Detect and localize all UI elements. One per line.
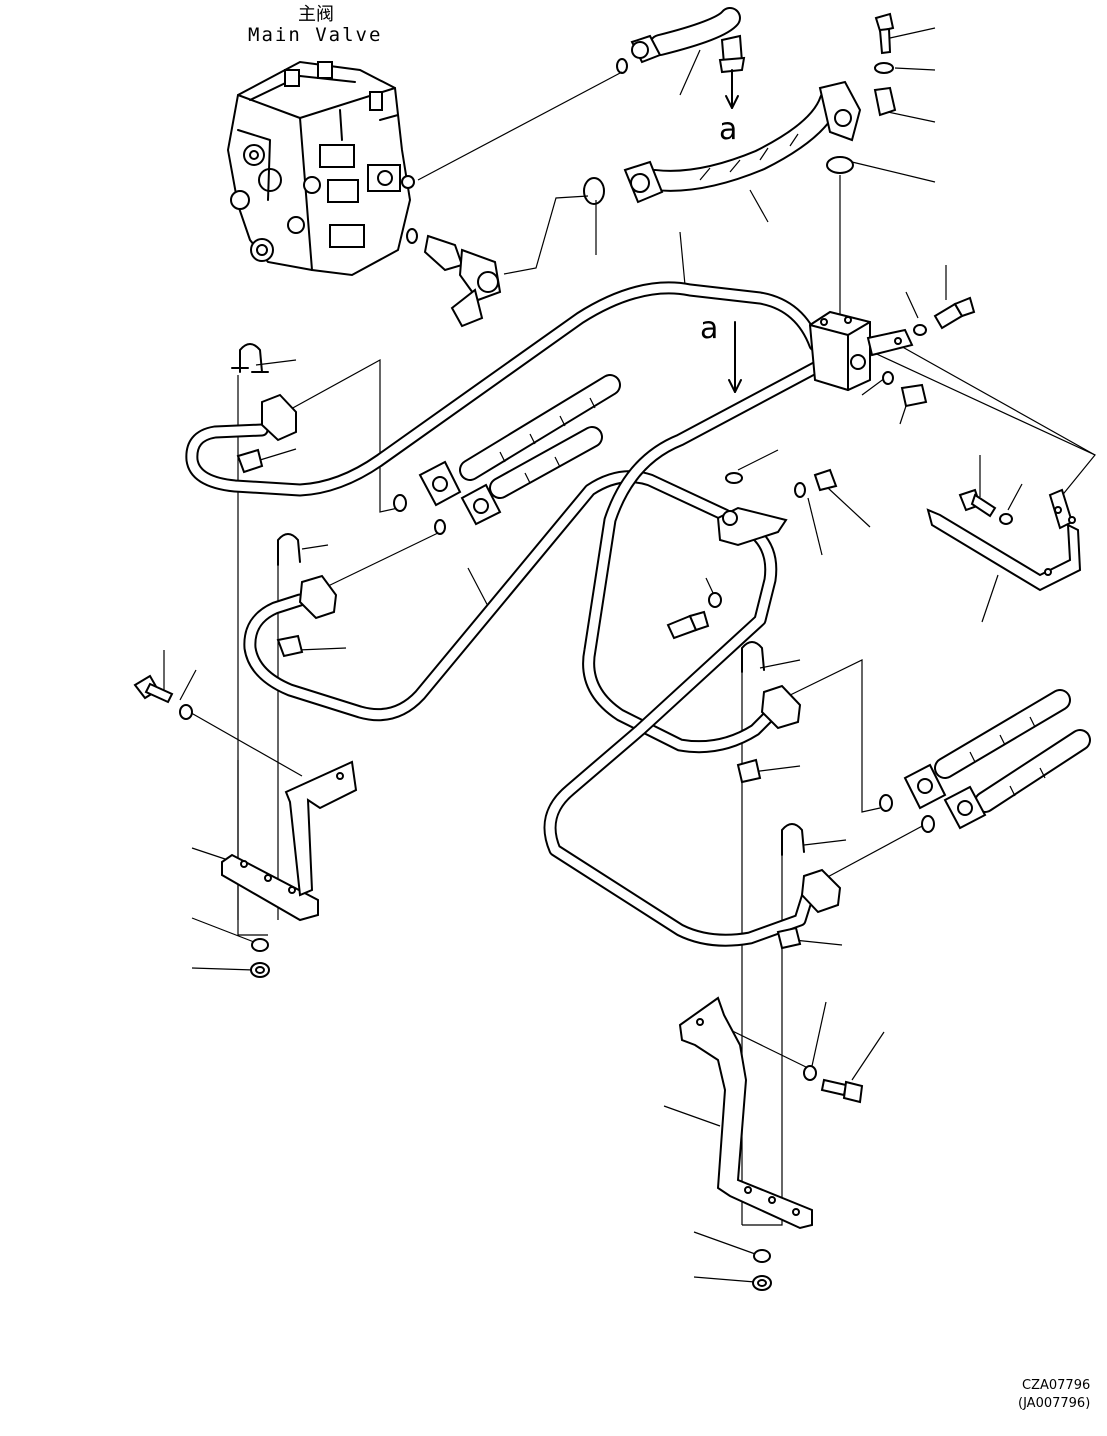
- right-bracket: [926, 488, 1082, 592]
- tee-fitting: [666, 468, 838, 640]
- leader-lines: [163, 27, 1096, 1283]
- pipe-center: [543, 353, 837, 947]
- clamps: [231, 343, 842, 950]
- valve-outlet-fitting: [406, 228, 502, 328]
- pipe-loop-lower-left: [243, 470, 732, 722]
- left-hose-pair: [393, 374, 621, 535]
- right-hose-pair: [879, 689, 1091, 833]
- manifold-hardware: [882, 296, 976, 408]
- view-arrow-a-mid: [728, 321, 742, 393]
- main-valve-body: [226, 60, 415, 277]
- top-hose-assembly: [623, 7, 897, 204]
- o-ring: [826, 156, 854, 174]
- bottom-bracket: [678, 996, 864, 1291]
- top-right-bolts: [874, 12, 895, 74]
- drawing-code-alt: (JA007796): [1018, 1396, 1091, 1411]
- o-ring: [616, 58, 628, 74]
- main-valve-title-cn: 主阀: [298, 4, 334, 25]
- manifold-block: [808, 310, 914, 392]
- pipe-loop-upper: [185, 281, 822, 497]
- drawing-code: CZA07796: [1022, 1378, 1091, 1393]
- o-ring: [583, 177, 605, 205]
- main-valve-title-en: Main Valve: [248, 24, 383, 46]
- left-bracket: [133, 674, 358, 978]
- view-marker-a-mid: a: [700, 311, 719, 346]
- view-marker-a-top: a: [719, 112, 738, 147]
